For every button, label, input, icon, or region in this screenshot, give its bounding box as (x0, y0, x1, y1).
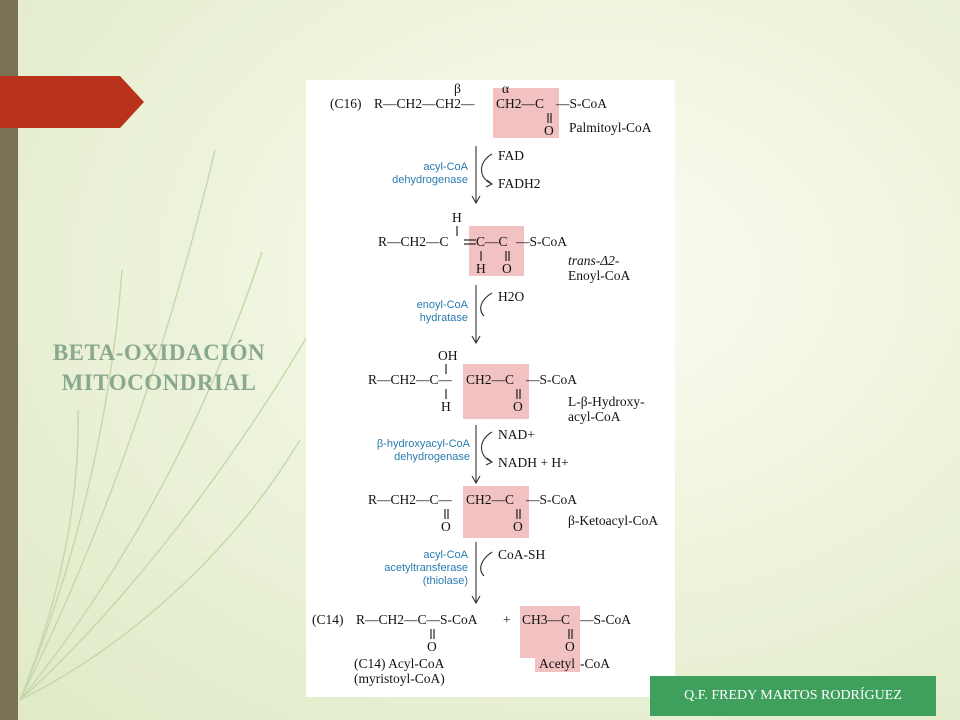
step1-oxygen: O (544, 123, 554, 138)
step5-product1-line1: (C14) Acyl-CoA (354, 656, 445, 671)
decorative-lines (19, 149, 319, 701)
cofactor-curve-2 (480, 292, 493, 317)
arrow-2 (471, 285, 481, 345)
enzyme1-in: FAD (498, 148, 524, 163)
step5-product2-b: -CoA (580, 656, 610, 671)
step2-h-top: H (452, 210, 462, 225)
step3-formula-b: CH2—C (466, 372, 514, 387)
enzyme3-out: NADH + H+ (498, 455, 569, 470)
step1-alpha: α (502, 81, 509, 96)
highlight-acetyl (535, 654, 580, 672)
step4-formula-a: R—CH2—C— (368, 492, 453, 507)
enzyme2-line2: hydratase (420, 312, 468, 324)
step2-name-line2: Enoyl-CoA (568, 268, 630, 283)
arrow-1 (471, 146, 481, 205)
step5-formula-b: CH3—C (522, 612, 570, 627)
enzyme4-line1: acyl-CoA (423, 549, 468, 561)
highlight-step4 (463, 486, 529, 538)
enzyme1-line2: dehydrogenase (392, 174, 468, 186)
enzyme3-line1: β-hydroxyacyl-CoA (377, 438, 471, 450)
title-line-2: MITOCONDRIAL (61, 370, 257, 395)
highlight-step2 (469, 226, 524, 276)
step5-oxygen-1: O (427, 639, 437, 654)
step4-oxygen-1: O (441, 519, 451, 534)
step1-formula-b: CH2—C (496, 96, 544, 111)
step1-name: Palmitoyl-CoA (569, 120, 652, 135)
highlight-step5 (520, 606, 580, 658)
left-accent-bar (0, 0, 18, 720)
cofactor-curve-3 (480, 431, 494, 466)
step4-name: β-Ketoacyl-CoA (568, 513, 658, 528)
step3-name-line2: acyl-CoA (568, 409, 621, 424)
step1-beta: β (454, 81, 461, 96)
slide-title: BETA-OXIDACIÓN MITOCONDRIAL (24, 338, 294, 398)
highlight-step3 (463, 364, 529, 419)
enzyme1-line1: acyl-CoA (423, 161, 468, 173)
step3-name-line1: L-β-Hydroxy- (568, 394, 645, 409)
enzyme1-out: FADH2 (498, 176, 541, 191)
cofactor-curve-1 (480, 153, 494, 188)
red-arrow-tab (0, 76, 144, 128)
step2-formula-b: C—C (476, 234, 508, 249)
enzyme3-line2: dehydrogenase (394, 451, 470, 463)
step5-product2-a: Acetyl (539, 656, 575, 671)
arrow-4 (471, 542, 481, 605)
step5-oxygen-2: O (565, 639, 575, 654)
arrow-3 (471, 425, 481, 485)
step5-formula-c: —S-CoA (579, 612, 631, 627)
step3-oh-top: OH (438, 348, 458, 363)
step5-chain-length: (C14) (312, 612, 344, 627)
step5-plus: + (503, 612, 511, 627)
enzyme4-in: CoA-SH (498, 547, 546, 562)
step1-formula-a: R—CH2—CH2— (374, 96, 475, 111)
step1-chain-length: (C16) (330, 96, 362, 111)
step2-oxygen: O (502, 261, 512, 276)
step4-formula-c: —S-CoA (525, 492, 577, 507)
author-footer: Q.F. FREDY MARTOS RODRÍGUEZ (650, 676, 936, 716)
step4-formula-b: CH2—C (466, 492, 514, 507)
beta-oxidation-diagram: (C16) β α R—CH2—CH2— CH2—C —S-CoA O Palm… (306, 80, 675, 697)
enzyme4-line2: acetyltransferase (384, 562, 468, 574)
step3-oxygen: O (513, 399, 523, 414)
step3-h-bottom: H (441, 399, 451, 414)
step3-formula-a: R—CH2—C— (368, 372, 453, 387)
enzyme2-line1: enoyl-CoA (417, 299, 469, 311)
step3-formula-c: —S-CoA (525, 372, 577, 387)
enzyme4-line3: (thiolase) (423, 575, 468, 587)
enzyme2-in: H2O (498, 289, 524, 304)
step5-product1-line2: (myristoyl-CoA) (354, 671, 445, 686)
step1-formula-c: —S-CoA (555, 96, 607, 111)
step2-formula-a: R—CH2—C (378, 234, 449, 249)
author-name: Q.F. FREDY MARTOS RODRÍGUEZ (684, 688, 902, 703)
cofactor-curve-4 (480, 551, 493, 577)
step5-formula-a: R—CH2—C—S-CoA (356, 612, 478, 627)
enzyme3-in: NAD+ (498, 427, 535, 442)
step4-oxygen-2: O (513, 519, 523, 534)
step2-formula-c: —S-CoA (515, 234, 567, 249)
title-line-1: BETA-OXIDACIÓN (52, 340, 266, 365)
step2-h-bottom: H (476, 261, 486, 276)
step2-name-line1: trans-Δ2- (568, 253, 620, 268)
